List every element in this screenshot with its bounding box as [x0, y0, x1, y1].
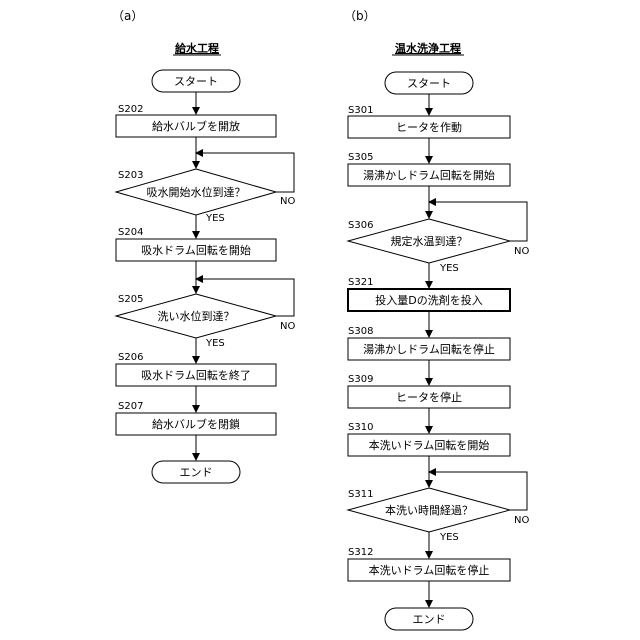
panel-a-end-label: エンド — [180, 466, 213, 479]
panel-a-step-id-s203: S203 — [118, 170, 143, 181]
panel-a-start-label: スタート — [174, 75, 218, 88]
panel-b-process-s309-text: ヒータを停止 — [396, 390, 462, 404]
panel-a-process-s206-text: 吸水ドラム回転を終了 — [141, 368, 251, 382]
panel-b: （b） 温水洗浄工程 スタート S301 ヒータを作動 S305 湯沸かしドラム… — [344, 9, 529, 630]
panel-b-decision-s306-text: 規定水温到達？ — [391, 234, 468, 248]
panel-b-step-id-s312: S312 — [348, 547, 373, 558]
panel-a-step-id-s202: S202 — [118, 104, 143, 115]
panel-a-process-s202-text: 給水バルブを開放 — [152, 119, 240, 133]
panel-b-end-label: エンド — [413, 613, 446, 626]
panel-b-process-s301-text: ヒータを作動 — [396, 120, 462, 134]
panel-a-decision-s203-text: 吸水開始水位到達？ — [147, 185, 246, 199]
panel-a-step-id-s205: S205 — [118, 294, 143, 305]
panel-b-step-id-s310: S310 — [348, 422, 373, 433]
panel-b-step-id-s308: S308 — [348, 326, 373, 337]
panel-b-yes-label-1: YES — [439, 263, 459, 274]
panel-b-process-s321-text: 投入量Dの洗剤を投入 — [375, 293, 482, 307]
panel-b-step-id-s305: S305 — [348, 152, 373, 163]
panel-b-yes-label-2: YES — [439, 532, 459, 543]
panel-b-process-s308-text: 湯沸かしドラム回転を停止 — [363, 342, 495, 356]
panel-a-no-label-1: NO — [280, 196, 295, 207]
panel-a-no-label-2: NO — [280, 321, 295, 332]
panel-b-step-id-s311: S311 — [348, 489, 373, 500]
panel-a-process-s204-text: 吸水ドラム回転を開始 — [141, 243, 251, 257]
panel-b-process-s312-text: 本洗いドラム回転を停止 — [369, 563, 490, 577]
panel-a-yes-label-2: YES — [205, 338, 225, 349]
panel-a-yes-label-1: YES — [205, 213, 225, 224]
panel-b-process-s305-text: 湯沸かしドラム回転を開始 — [363, 168, 495, 182]
panel-b-label: （b） — [344, 9, 376, 23]
panel-a-label: （a） — [112, 9, 143, 23]
panel-b-step-id-s309: S309 — [348, 374, 373, 385]
panel-a-title: 給水工程 — [175, 41, 219, 55]
panel-a-step-id-s204: S204 — [118, 227, 143, 238]
panel-a-decision-s205-text: 洗い水位到達？ — [158, 309, 235, 323]
panel-a-step-id-s206: S206 — [118, 352, 143, 363]
panel-b-process-s310-text: 本洗いドラム回転を開始 — [369, 438, 490, 452]
panel-a-step-id-s207: S207 — [118, 401, 143, 412]
panel-a: （a） 給水工程 スタート S202 給水バルブを開放 S203 吸水開始水位到… — [112, 9, 295, 483]
panel-b-decision-s311-text: 本洗い時間経過？ — [385, 503, 473, 517]
panel-b-step-id-s321: S321 — [348, 277, 373, 288]
panel-b-step-id-s301: S301 — [348, 105, 373, 116]
panel-b-title: 温水洗浄工程 — [395, 41, 461, 55]
panel-b-start-label: スタート — [407, 77, 451, 90]
panel-b-no-label-2: NO — [514, 515, 529, 526]
panel-a-process-s207-text: 給水バルブを閉鎖 — [152, 417, 240, 431]
panel-b-no-label-1: NO — [514, 246, 529, 257]
panel-b-step-id-s306: S306 — [348, 220, 373, 231]
